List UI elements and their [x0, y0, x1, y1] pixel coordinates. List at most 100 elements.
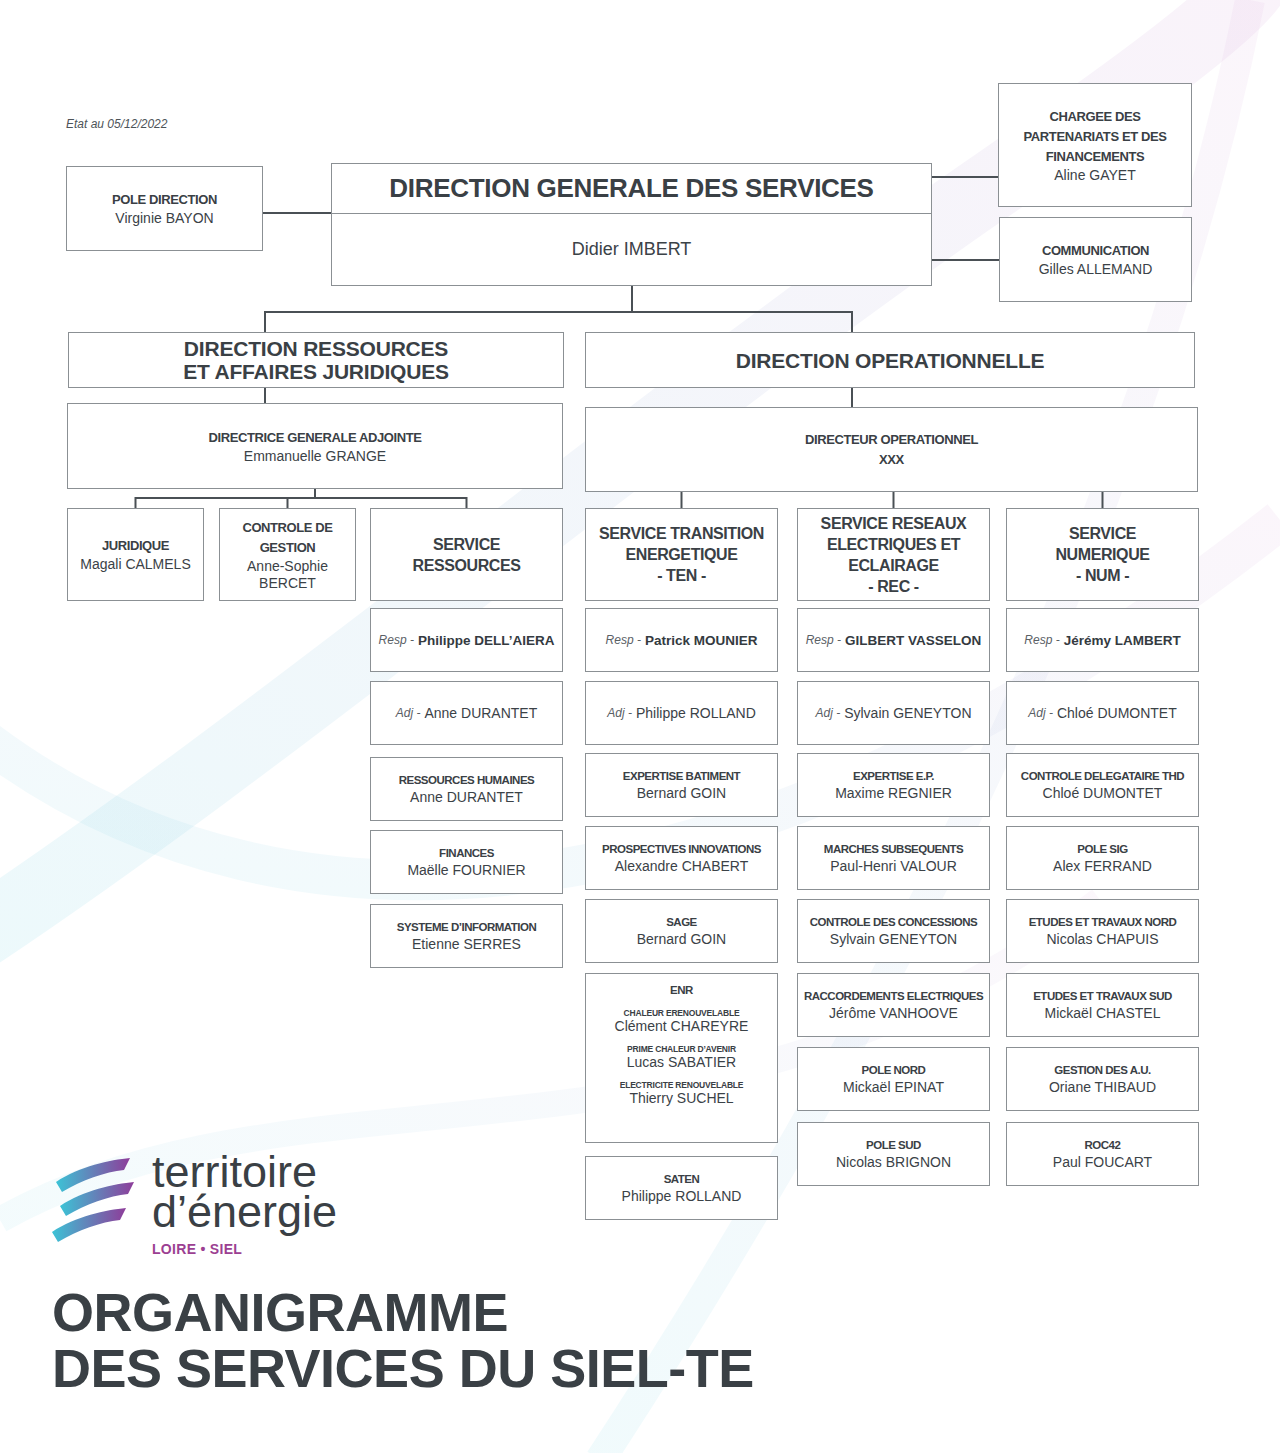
org-box: EXPERTISE BATIMENTBernard GOIN — [585, 753, 778, 817]
org-box: MARCHES SUBSEQUENTSPaul-Henri VALOUR — [797, 826, 990, 890]
background-swoosh — [0, 0, 1260, 960]
box-heading: POLE NORD — [862, 1062, 926, 1079]
box-heading: DIRECTEUR OPERATIONNEL — [805, 430, 978, 450]
org-box: COMMUNICATIONGilles ALLEMAND — [999, 217, 1192, 302]
role-prefix: Resp - — [379, 633, 414, 647]
org-box: Resp - Jérémy LAMBERT — [1006, 608, 1199, 672]
role-prefix: Adj - — [607, 706, 632, 720]
connector-line — [263, 212, 331, 214]
org-box: Adj -Chloé DUMONTET — [1006, 681, 1199, 745]
box-heading: MARCHES SUBSEQUENTS — [824, 841, 963, 858]
person-name: Anne DURANTET — [410, 789, 523, 806]
box-heading: POLE DIRECTION — [112, 190, 217, 210]
box-heading: POLE SIG — [1077, 841, 1127, 858]
person-name: Magali CALMELS — [80, 556, 191, 573]
box-heading: CONTROLE DES CONCESSIONS — [810, 914, 978, 931]
org-box: SYSTEME D’INFORMATIONEtienne SERRES — [370, 904, 563, 968]
org-box: SAGEBernard GOIN — [585, 899, 778, 963]
connector-line — [265, 286, 632, 332]
service-heading: - NUM - — [1076, 565, 1129, 586]
sub-heading: ELECTRICITE RENOUVELABLE — [620, 1080, 744, 1090]
role-prefix: Resp - — [606, 633, 641, 647]
org-box: Adj -Anne DURANTET — [370, 681, 563, 745]
service-heading: SERVICE RESEAUX ELECTRIQUES ET ECLAIRAGE — [802, 513, 985, 576]
person-name: Mickaël EPINAT — [843, 1079, 944, 1096]
person-name: Emmanuelle GRANGE — [244, 448, 386, 465]
box-heading: CONTROLE DE GESTION — [224, 518, 351, 558]
person-name: Thierry SUCHEL — [629, 1090, 733, 1107]
person-name: Maxime REGNIER — [835, 785, 952, 802]
box-heading: EXPERTISE E.P. — [853, 768, 934, 785]
org-box: SATENPhilippe ROLLAND — [585, 1156, 778, 1220]
person-name: Clément CHAREYRE — [615, 1018, 749, 1035]
person-name: Philippe ROLLAND — [622, 1188, 742, 1205]
org-box: RACCORDEMENTS ELECTRIQUESJérôme VANHOOVE — [797, 973, 990, 1037]
org-box: Resp -Patrick MOUNIER — [585, 608, 778, 672]
org-box: Resp -Philippe DELL’AIERA — [370, 608, 563, 672]
connector-line — [315, 489, 467, 508]
box-heading: ETUDES ET TRAVAUX NORD — [1029, 914, 1177, 931]
service-heading: - REC - — [868, 576, 919, 597]
box-heading: RESSOURCES HUMAINES — [399, 772, 535, 789]
org-box: GESTION DES A.U.Oriane THIBAUD — [1006, 1047, 1199, 1111]
person-name: Didier IMBERT — [572, 214, 692, 285]
org-box: DIRECTION RESSOURCES ET AFFAIRES JURIDIQ… — [68, 332, 564, 388]
org-box: POLE NORDMickaël EPINAT — [797, 1047, 990, 1111]
connector-line — [632, 286, 852, 332]
role-prefix: Resp - — [1024, 633, 1059, 647]
org-box: DIRECTEUR OPERATIONNELXXX — [585, 407, 1198, 492]
person-name: Paul-Henri VALOUR — [830, 858, 957, 875]
box-heading: PROSPECTIVES INNOVATIONS — [602, 841, 761, 858]
person-name: Jérémy LAMBERT — [1064, 633, 1181, 648]
org-box: SERVICE RESEAUX ELECTRIQUES ET ECLAIRAGE… — [797, 508, 990, 601]
connector-line — [851, 388, 853, 407]
org-box: ETUDES ET TRAVAUX NORDNicolas CHAPUIS — [1006, 899, 1199, 963]
box-heading: SAGE — [666, 914, 697, 931]
box-heading: ENR — [670, 982, 693, 999]
org-box: POLE DIRECTIONVirginie BAYON — [66, 166, 263, 251]
org-box: ENR CHALEUR ERENOUVELABLEClément CHAREYRE… — [585, 973, 778, 1143]
org-box: SERVICE RESSOURCES — [370, 508, 563, 601]
box-heading: DIRECTION RESSOURCES ET AFFAIRES JURIDIQ… — [171, 337, 461, 383]
person-name: Alex FERRAND — [1053, 858, 1152, 875]
org-box: FINANCESMaëlle FOURNIER — [370, 830, 563, 894]
connector-line — [932, 176, 998, 178]
person-name: Virginie BAYON — [115, 210, 213, 227]
org-box: PROSPECTIVES INNOVATIONSAlexandre CHABER… — [585, 826, 778, 890]
person-name: Bernard GOIN — [637, 785, 726, 802]
box-heading: DIRECTION GENERALE DES SERVICES — [332, 164, 931, 214]
person-name: Aline GAYET — [1054, 167, 1135, 184]
box-heading: DIRECTRICE GENERALE ADJOINTE — [209, 428, 422, 448]
box-heading: ETUDES ET TRAVAUX SUD — [1033, 988, 1172, 1005]
person-name: Chloé DUMONTET — [1057, 705, 1177, 721]
box-heading: EXPERTISE BATIMENT — [623, 768, 740, 785]
org-box: SERVICE TRANSITION ENERGETIQUE- TEN - — [585, 508, 778, 601]
person-name: Nicolas CHAPUIS — [1046, 931, 1158, 948]
role-prefix: Adj - — [815, 706, 840, 720]
connector-line — [264, 388, 266, 403]
person-name: Philippe ROLLAND — [636, 705, 756, 721]
org-box: CONTROLE DELEGATAIRE THDChloé DUMONTET — [1006, 753, 1199, 817]
org-box: CONTROLE DE GESTIONAnne-Sophie BERCET — [219, 508, 356, 601]
person-name: GILBERT VASSELON — [845, 633, 981, 648]
connector-line — [893, 492, 895, 508]
logo-subtext: LOIRE • SIEL — [152, 1241, 242, 1257]
service-heading: SERVICE TRANSITION ENERGETIQUE — [590, 523, 773, 565]
connector-line — [1102, 492, 1104, 508]
org-box: DIRECTION GENERALE DES SERVICESDidier IM… — [331, 163, 932, 286]
person-name: Sylvain GENEYTON — [844, 705, 971, 721]
box-heading: JURIDIQUE — [102, 536, 169, 556]
person-name: Gilles ALLEMAND — [1039, 261, 1153, 278]
box-heading: XXX — [879, 450, 904, 470]
box-heading: SYSTEME D’INFORMATION — [397, 919, 536, 936]
logo-mark — [52, 1208, 126, 1242]
sub-heading: CHALEUR ERENOUVELABLE — [624, 1008, 740, 1018]
person-name: Anne DURANTET — [424, 705, 537, 721]
box-heading: FINANCES — [439, 845, 494, 862]
org-box: ETUDES ET TRAVAUX SUDMickaël CHASTEL — [1006, 973, 1199, 1037]
org-box: POLE SIGAlex FERRAND — [1006, 826, 1199, 890]
person-name: Etienne SERRES — [412, 936, 521, 953]
service-heading: SERVICE NUMERIQUE — [1028, 523, 1178, 565]
org-box: CHARGEE DES PARTENARIATS ET DES FINANCEM… — [998, 83, 1192, 207]
connector-line — [932, 259, 999, 261]
